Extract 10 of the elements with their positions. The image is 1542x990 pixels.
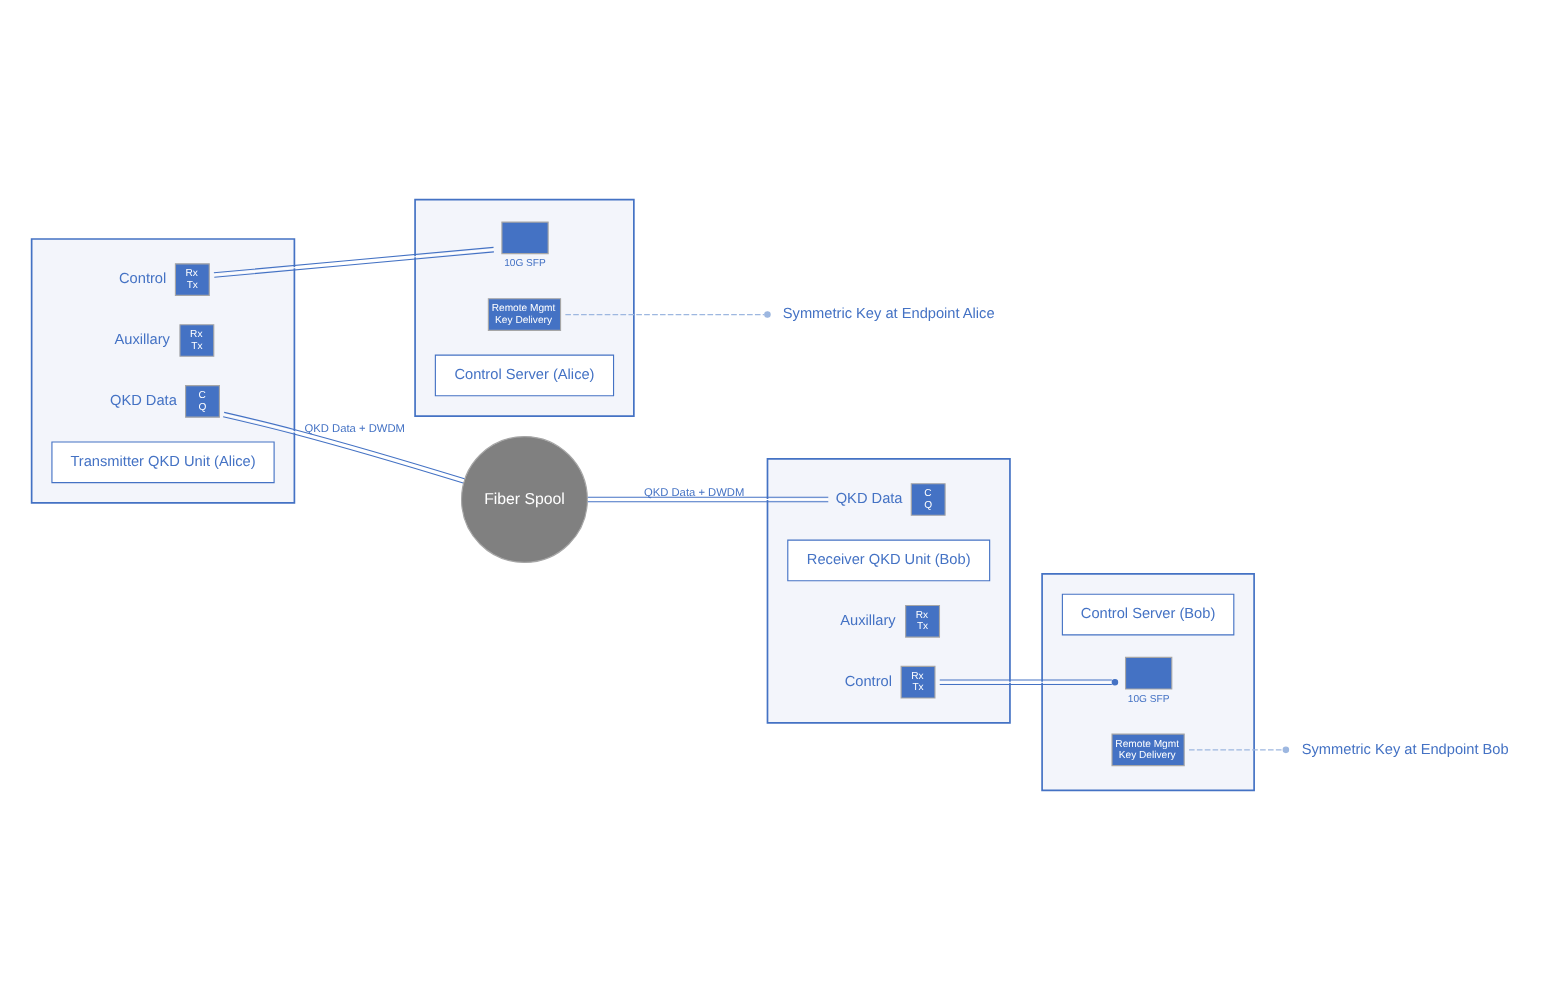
cluster: [765, 458, 1010, 724]
cluster: [1040, 573, 1254, 792]
connector: [221, 411, 465, 484]
cluster: [29, 238, 295, 504]
connector: [563, 311, 770, 318]
connector: [938, 678, 1118, 686]
cluster: [413, 198, 634, 417]
connector: [586, 496, 828, 503]
connector: [1187, 746, 1289, 754]
connector: [212, 246, 494, 278]
